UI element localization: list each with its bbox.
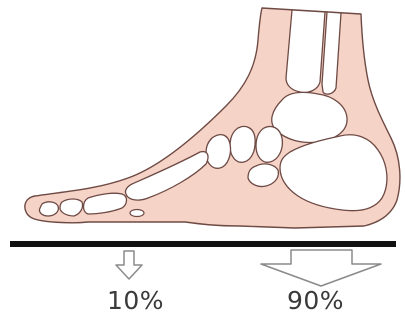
ground-line bbox=[10, 241, 396, 247]
heel-percent-label: 90% bbox=[287, 286, 344, 316]
talus-bone bbox=[272, 92, 347, 142]
forefoot-load-arrow bbox=[116, 251, 142, 279]
heel-load-arrow bbox=[261, 250, 381, 286]
middle-phalanx-bone bbox=[60, 199, 83, 216]
cuneiform-bone bbox=[230, 126, 255, 162]
forefoot-percent-label: 10% bbox=[107, 286, 164, 316]
sesamoid-bone bbox=[130, 210, 144, 217]
tibia-bone bbox=[286, 10, 325, 93]
navicular-bone bbox=[256, 126, 282, 162]
distal-phalanx-bone bbox=[39, 202, 58, 216]
